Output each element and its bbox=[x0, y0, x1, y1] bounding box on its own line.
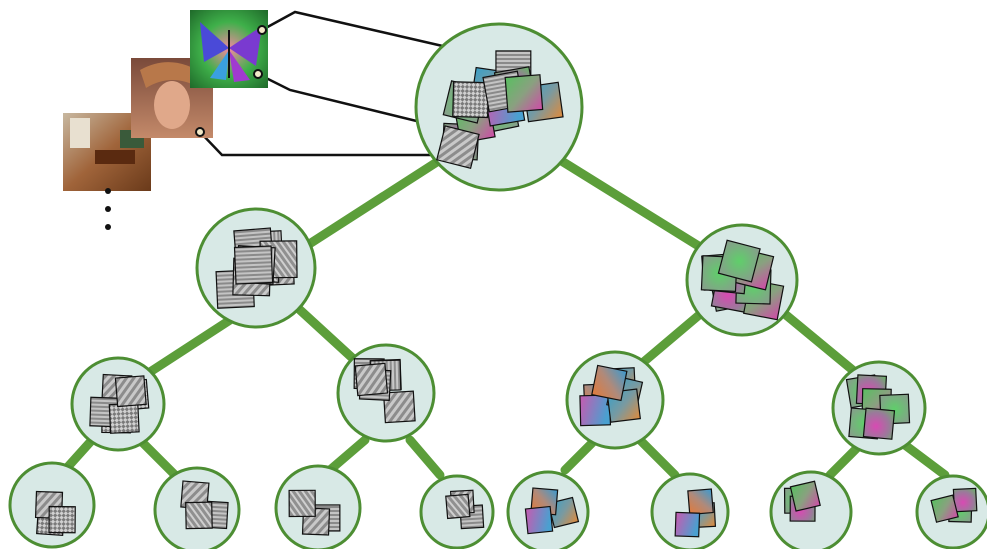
connector-portrait bbox=[257, 72, 446, 130]
filter-tile bbox=[108, 402, 140, 434]
edge-l1left-a bbox=[145, 315, 235, 377]
tree-node-l3-b bbox=[153, 466, 241, 549]
tree-node-l3-c bbox=[274, 464, 362, 549]
filter-tile bbox=[789, 480, 821, 512]
filter-tile bbox=[591, 364, 628, 402]
edge-l2b-l3d bbox=[405, 435, 445, 480]
edge-l1left-b bbox=[295, 305, 365, 370]
tree-edges bbox=[60, 155, 950, 480]
tree-node-l3-f bbox=[650, 472, 730, 549]
filter-tile bbox=[288, 489, 316, 518]
tree-node-l1-right bbox=[685, 223, 799, 337]
tree-node-l3-g bbox=[769, 470, 853, 549]
filter-tile bbox=[445, 493, 471, 520]
filter-tile bbox=[504, 74, 544, 113]
tree-node-l3-h bbox=[915, 474, 987, 549]
connector-butterfly bbox=[261, 10, 461, 52]
connector-room bbox=[199, 131, 460, 157]
edge-l2c-l3f bbox=[635, 435, 680, 480]
filter-tile bbox=[930, 494, 959, 523]
filter-tile bbox=[185, 501, 213, 530]
tree-node-l1-left bbox=[195, 207, 317, 329]
input-image-portrait bbox=[131, 58, 213, 138]
filter-tile bbox=[382, 390, 416, 424]
edge-l2a-l3a bbox=[60, 435, 97, 475]
filter-tile bbox=[48, 505, 76, 534]
filter-tile bbox=[952, 487, 978, 513]
tree-node-l2-a bbox=[70, 356, 166, 452]
edge-l2d-l3g bbox=[825, 440, 865, 480]
edge-root-right bbox=[555, 155, 710, 255]
connector-endpoints bbox=[195, 25, 267, 137]
image-connectors bbox=[199, 10, 461, 157]
filter-tile bbox=[674, 511, 701, 538]
filter-tile bbox=[114, 375, 147, 408]
more-images-ellipsis bbox=[100, 188, 116, 238]
filter-tile bbox=[717, 239, 761, 283]
edge-l1right-c bbox=[635, 305, 710, 370]
filter-tile bbox=[233, 245, 274, 285]
filter-tile bbox=[579, 394, 612, 427]
edge-root-left bbox=[295, 155, 445, 255]
filter-tile bbox=[862, 407, 896, 440]
tree-node-root bbox=[414, 22, 584, 192]
filter-tile bbox=[452, 81, 490, 119]
tree-node-l3-a bbox=[8, 461, 96, 549]
tree-node-l2-c bbox=[565, 350, 665, 450]
filter-tile bbox=[524, 505, 554, 535]
edge-l2c-l3e bbox=[560, 435, 600, 475]
edge-l2a-l3b bbox=[135, 435, 180, 480]
filter-tile bbox=[354, 362, 389, 397]
filter-tile bbox=[687, 488, 714, 516]
tree-node-l2-d bbox=[831, 360, 927, 456]
filter-tile bbox=[436, 125, 480, 169]
edge-l2b-l3c bbox=[325, 435, 370, 475]
edge-l2d-l3h bbox=[900, 440, 950, 480]
tree-node-l3-e bbox=[506, 470, 590, 549]
tree-node-l2-b bbox=[336, 343, 436, 443]
edge-l1right-d bbox=[775, 305, 860, 377]
tree-node-l3-d bbox=[419, 474, 495, 549]
tree-nodes bbox=[8, 22, 987, 549]
